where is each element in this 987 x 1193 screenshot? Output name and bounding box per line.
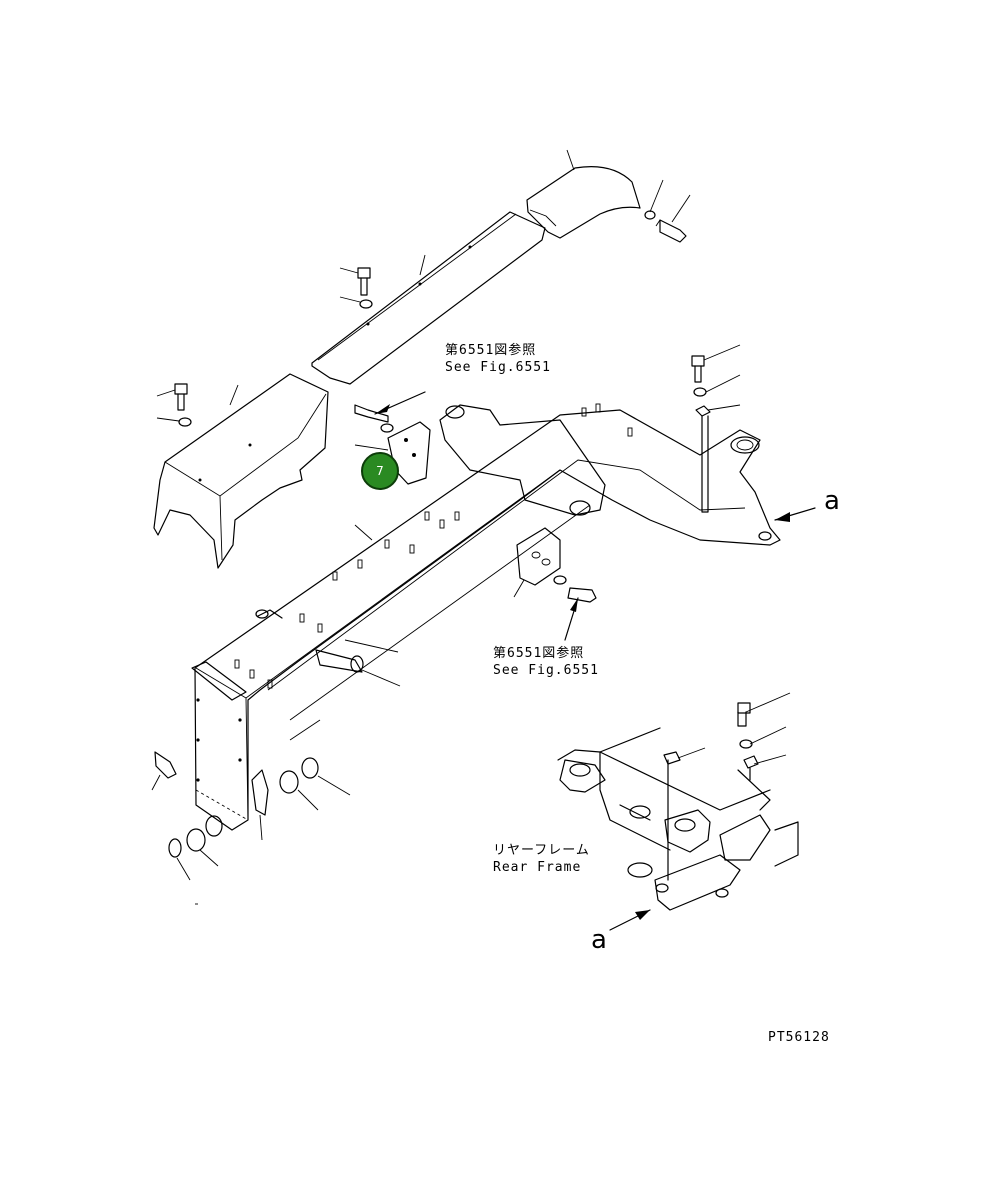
upper-ref-en: See Fig.6551 [445, 360, 551, 375]
left-side-cover [153, 373, 329, 569]
callout-number: 7 [376, 464, 384, 478]
bolt-upper-right [644, 179, 691, 243]
pad-plate [513, 527, 597, 641]
lower-ref-en: See Fig.6551 [493, 663, 599, 678]
rear-frame-jp: リヤーフレーム [493, 843, 590, 858]
bolts-front-right [691, 344, 816, 522]
rear-frame-en: Rear Frame [493, 860, 582, 875]
callout-badge-7[interactable]: 7 [361, 452, 399, 490]
bolt-upper-ref [354, 391, 426, 433]
view-marker-bottom: a [591, 925, 607, 955]
lower-ref-jp: 第6551図参照 [493, 646, 585, 661]
bolt-left-cover [156, 383, 192, 427]
frame-studs [234, 403, 633, 689]
main-frame [191, 403, 781, 831]
drawing-code: PT56128 [768, 1030, 830, 1045]
rear-cover-end [526, 149, 641, 239]
long-top-cover [311, 211, 546, 385]
rear-frame-detail [557, 692, 799, 931]
bolt-top-cover [339, 267, 373, 309]
view-marker-right: a [824, 486, 840, 516]
upper-ref-jp: 第6551図参照 [445, 343, 537, 358]
lower-left-parts [151, 609, 351, 881]
pin-shafts [315, 639, 401, 687]
